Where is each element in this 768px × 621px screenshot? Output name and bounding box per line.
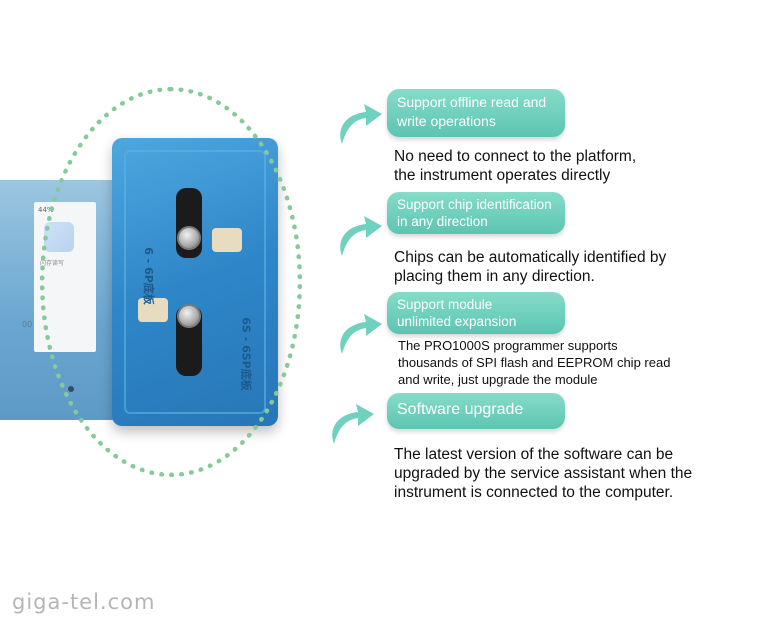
site-watermark: giga-tel.com bbox=[12, 590, 156, 614]
curved-arrow-icon bbox=[340, 104, 382, 144]
feature-desc-module-expansion: The PRO1000S programmer supports thousan… bbox=[398, 338, 671, 387]
feature-desc-offline: No need to connect to the platform, the … bbox=[394, 148, 637, 184]
device-edge-label: 00 bbox=[22, 320, 33, 329]
curved-arrow-icon bbox=[340, 314, 382, 354]
feature-title-offline: Support offline read and write operation… bbox=[387, 89, 565, 137]
dotted-ring-decoration bbox=[40, 87, 302, 477]
feature-title-module-expansion: Support module unlimited expansion bbox=[387, 292, 565, 334]
feature-desc-chip-identification: Chips can be automatically identified by… bbox=[394, 249, 667, 285]
feature-title-chip-identification: Support chip identification in any direc… bbox=[387, 192, 565, 234]
curved-arrow-icon bbox=[332, 404, 374, 444]
feature-title-software-upgrade: Software upgrade bbox=[387, 393, 565, 429]
device-battery-status: 44% bbox=[38, 206, 54, 214]
curved-arrow-icon bbox=[340, 216, 382, 256]
feature-desc-software-upgrade: The latest version of the software can b… bbox=[394, 446, 693, 501]
